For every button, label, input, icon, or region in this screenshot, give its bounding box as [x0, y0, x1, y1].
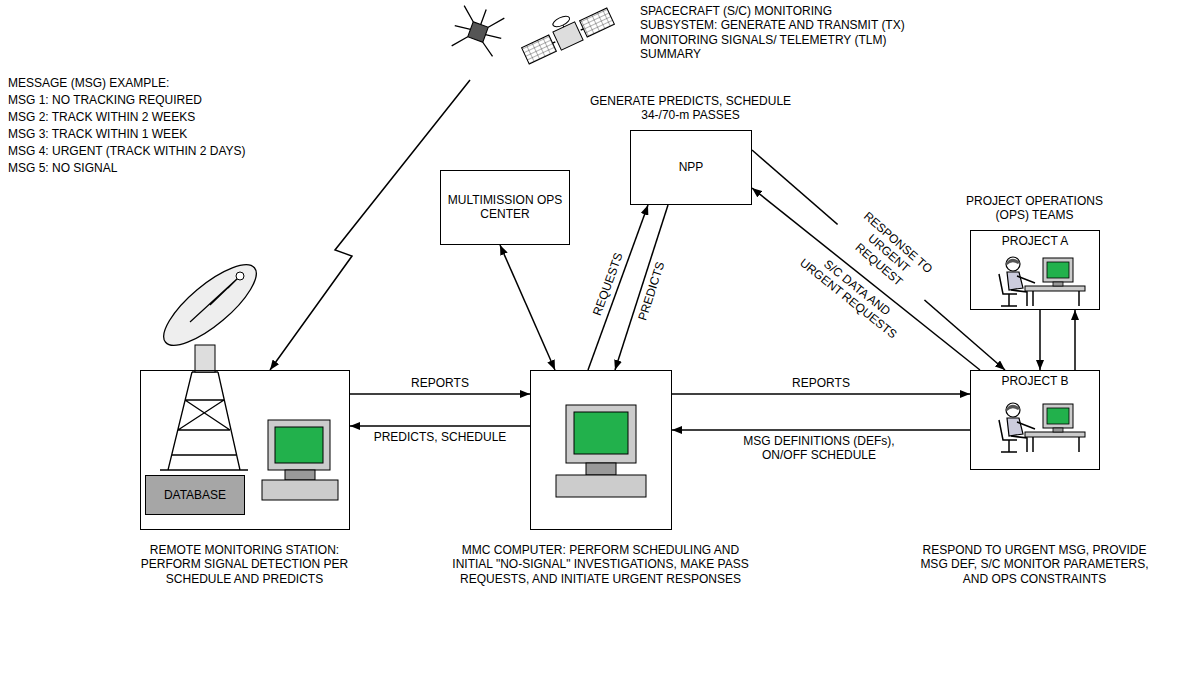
- flow-arrow: [672, 429, 970, 431]
- project-box: PROJECT OPERATIONS (OPS) TEAMSPROJECT A: [970, 230, 1100, 310]
- message-note: MSG 4: URGENT (TRACK WITHIN 2 DAYS): [8, 144, 246, 158]
- project-box: PROJECT BRESPOND TO URGENT MSG, PROVIDE …: [970, 370, 1100, 470]
- station-box: REMOTE MONITORING STATION: PERFORM SIGNA…: [140, 370, 350, 530]
- mmc-box: MMC COMPUTER: PERFORM SCHEDULING AND INI…: [530, 370, 672, 530]
- flow-arrow: [752, 150, 1005, 370]
- mmc-description: MMC COMPUTER: PERFORM SCHEDULING AND INI…: [446, 543, 756, 586]
- npp-heading: GENERATE PREDICTS, SCHEDULE 34-/70-m PAS…: [576, 94, 806, 123]
- antenna-dish: [153, 252, 268, 470]
- spacecraft: [517, 0, 615, 65]
- connector-label: REPORTS: [409, 376, 471, 390]
- connector-label: MSG DEFINITIONS (DEFs), ON/OFF SCHEDULE: [719, 434, 919, 463]
- message-note: MSG 5: NO SIGNAL: [8, 161, 117, 175]
- spacecraft-description: SPACECRAFT (S/C) MONITORING SUBSYSTEM: G…: [640, 4, 910, 62]
- mmc-computer: [556, 405, 646, 497]
- message-note: MSG 1: NO TRACKING REQUIRED: [8, 93, 202, 107]
- flow-arrow: [752, 188, 980, 370]
- flow-arrow: [350, 393, 530, 395]
- npp-box: GENERATE PREDICTS, SCHEDULE 34-/70-m PAS…: [630, 130, 752, 205]
- small-satellite: [448, 1, 509, 61]
- flow-arrow: [672, 393, 970, 395]
- ops-center-box: MULTIMISSION OPS CENTER: [440, 170, 570, 245]
- database-label: DATABASE: [151, 488, 239, 502]
- connector-label: REPORTS: [790, 376, 852, 390]
- project-description: RESPOND TO URGENT MSG, PROVIDE MSG DEF, …: [915, 543, 1155, 586]
- connector-label: REQUESTS: [589, 249, 626, 320]
- flow-arrow: [500, 245, 555, 370]
- station-description: REMOTE MONITORING STATION: PERFORM SIGNA…: [125, 543, 365, 586]
- message-note: MSG 3: TRACK WITHIN 1 WEEK: [8, 127, 187, 141]
- message-note: MSG 2: TRACK WITHIN 2 WEEKS: [8, 110, 195, 124]
- connector-label: PREDICTS, SCHEDULE: [372, 430, 509, 444]
- legend-heading: MESSAGE (MSG) EXAMPLE:: [8, 76, 169, 90]
- operator-figure: [999, 403, 1085, 452]
- connector-label: PREDICTS: [635, 258, 669, 324]
- flow-arrow: [350, 425, 530, 427]
- station-computer: [262, 420, 338, 500]
- ops-center-label: MULTIMISSION OPS CENTER: [446, 193, 564, 222]
- teams-heading: PROJECT OPERATIONS (OPS) TEAMS: [960, 194, 1110, 223]
- project-label: PROJECT A: [976, 234, 1094, 248]
- project-label: PROJECT B: [976, 374, 1094, 388]
- flow-arrow: [615, 205, 668, 370]
- operator-figure: [999, 257, 1085, 306]
- flow-arrow: [1039, 310, 1041, 370]
- npp-label: NPP: [636, 160, 746, 174]
- flow-arrow: [1074, 310, 1076, 370]
- database-box: DATABASE: [145, 475, 245, 515]
- flow-arrow: [588, 205, 648, 370]
- spacecraft-node: SPACECRAFT (S/C) MONITORING SUBSYSTEM: G…: [445, 0, 635, 80]
